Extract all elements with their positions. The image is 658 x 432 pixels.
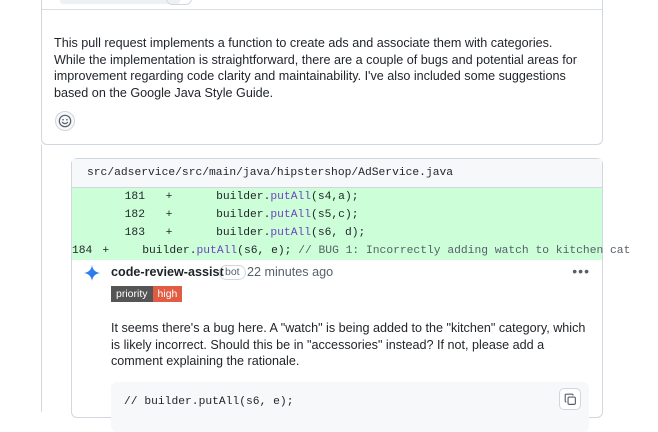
comment-options-button[interactable]: •••: [572, 263, 590, 279]
add-reaction-button[interactable]: [55, 111, 75, 131]
line-number[interactable]: 182: [124, 209, 145, 221]
priority-label: priority: [111, 286, 153, 302]
diff-line: 184 + builder.putAll(s6, e); // BUG 1: I…: [72, 242, 630, 260]
review-comment-card: src/adservice/src/main/java/hipstershop/…: [71, 158, 630, 432]
summary-card-header: [42, 0, 602, 10]
diff-hunk: 181 + builder.putAll(s4,a); 182 + builde…: [72, 188, 630, 260]
file-path: src/adservice/src/main/java/hipstershop/…: [87, 167, 454, 179]
suggestion-code-line: // builder.putAll(s6, e);: [124, 396, 294, 408]
bot-badge: bot: [219, 265, 246, 280]
diff-code: builder.putAll(s6, e); // BUG 1: Incorre…: [142, 245, 631, 257]
gemini-sparkle-icon: [84, 265, 100, 281]
copy-button[interactable]: [559, 388, 581, 410]
comment-body: It seems there's a bug here. A "watch" i…: [111, 321, 586, 369]
comment-timestamp[interactable]: 22 minutes ago: [247, 265, 334, 279]
line-number[interactable]: 181: [124, 191, 145, 203]
diff-code: builder.putAll(s6, d);: [216, 227, 366, 239]
line-number[interactable]: 183: [124, 227, 145, 239]
priority-value: high: [152, 286, 183, 302]
diff-line: 183 + builder.putAll(s6, d);: [72, 224, 602, 242]
diff-code: builder.putAll(s4,a);: [216, 191, 359, 203]
summary-card: This pull request implements a function …: [41, 0, 603, 145]
summary-text: This pull request implements a function …: [54, 36, 577, 100]
diff-sign: +: [165, 191, 173, 203]
diff-sign: +: [165, 227, 173, 239]
timeline-line: [41, 145, 42, 412]
line-number[interactable]: 184: [72, 245, 93, 257]
file-path-header[interactable]: src/adservice/src/main/java/hipstershop/…: [72, 159, 602, 188]
diff-sign: +: [165, 209, 173, 221]
diff-code: builder.putAll(s5,c);: [216, 209, 359, 221]
diff-sign: +: [102, 245, 110, 257]
suggestion-code-block: // builder.putAll(s6, e);: [111, 382, 589, 432]
copy-icon: [564, 393, 576, 405]
diff-line: 182 + builder.putAll(s5,c);: [72, 206, 602, 224]
priority-badge: priority high: [111, 286, 183, 302]
smiley-icon: [58, 114, 72, 128]
comment-author[interactable]: code-review-assist: [111, 265, 224, 279]
diff-line: 181 + builder.putAll(s4,a);: [72, 188, 602, 206]
